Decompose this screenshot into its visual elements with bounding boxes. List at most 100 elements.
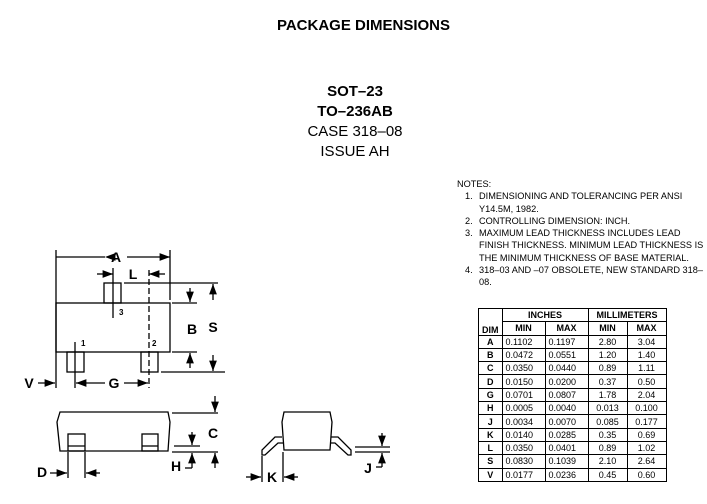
mm-max-cell: 0.50 <box>626 374 667 389</box>
header-inches-min: MIN <box>501 321 546 336</box>
mm-max-cell: 2.64 <box>626 454 667 469</box>
dim-cell: C <box>478 361 503 376</box>
dim-label-l: L <box>129 266 138 282</box>
inches-min-cell: 0.0150 <box>501 374 546 389</box>
dimensions-table: DIM INCHES MILLIMETERS MIN MAX MIN MAX A… <box>478 307 667 482</box>
note-item: 3. MAXIMUM LEAD THICKNESS INCLUDES LEAD F… <box>457 227 707 264</box>
dim-cell: K <box>478 427 503 442</box>
note-number: 2. <box>465 215 473 226</box>
dim-label-a: A <box>111 249 121 265</box>
inches-min-cell: 0.0140 <box>501 427 546 442</box>
notes-heading: NOTES: <box>457 179 492 189</box>
note-text: MAXIMUM LEAD THICKNESS INCLUDES LEAD FIN… <box>479 228 704 263</box>
mm-min-cell: 0.45 <box>587 467 628 482</box>
note-number: 4. <box>465 265 473 276</box>
note-number: 1. <box>465 191 473 202</box>
mm-min-cell: 1.78 <box>587 387 628 403</box>
dim-label-k: K <box>267 469 277 485</box>
note-item: 4. 318–03 AND –07 OBSOLETE, NEW STANDARD … <box>457 264 707 289</box>
inches-min-cell: 0.1102 <box>501 334 546 349</box>
note-text: CONTROLLING DIMENSION: INCH. <box>479 215 631 226</box>
inches-max-cell: 0.0040 <box>544 401 589 416</box>
dim-label-s: S <box>208 319 217 335</box>
mm-max-cell: 1.11 <box>626 361 667 376</box>
inches-max-cell: 0.0440 <box>544 361 589 376</box>
inches-max-cell: 0.0070 <box>544 414 589 429</box>
inches-max-cell: 0.0200 <box>544 374 589 389</box>
mm-min-cell: 0.89 <box>587 361 628 376</box>
dim-cell: J <box>478 414 503 429</box>
inches-min-cell: 0.0350 <box>501 361 546 376</box>
inches-max-cell: 0.1197 <box>544 334 589 349</box>
header-inches: INCHES <box>501 307 589 323</box>
note-item: 2. CONTROLLING DIMENSION: INCH. <box>457 215 707 227</box>
dim-cell: D <box>478 374 503 389</box>
mm-min-cell: 0.89 <box>587 440 628 456</box>
mm-max-cell: 2.04 <box>626 387 667 403</box>
dim-cell: G <box>478 387 503 403</box>
package-case: CASE 318–08 <box>307 123 403 140</box>
mm-min-cell: 0.35 <box>587 427 628 442</box>
end-view <box>246 411 390 482</box>
mm-min-cell: 0.37 <box>587 374 628 389</box>
pin-1-label: 1 <box>81 339 86 348</box>
dim-cell: S <box>478 454 503 469</box>
inches-min-cell: 0.0350 <box>501 440 546 456</box>
mm-min-cell: 2.80 <box>587 334 628 349</box>
header-inches-max: MAX <box>544 321 589 336</box>
notes: NOTES: 1. DIMENSIONING AND TOLERANCING PE… <box>457 178 707 289</box>
dim-label-h: H <box>171 458 181 474</box>
header-millimeters: MILLIMETERS <box>587 307 667 323</box>
note-number: 3. <box>465 228 473 239</box>
mm-max-cell: 0.100 <box>626 401 667 416</box>
top-view-labels: A L B S V G 3 1 2 <box>24 249 219 391</box>
inches-max-cell: 0.0551 <box>544 347 589 363</box>
top-view <box>38 250 225 388</box>
dim-label-j: J <box>364 460 372 476</box>
dim-label-g: G <box>109 375 120 391</box>
mm-min-cell: 2.10 <box>587 454 628 469</box>
inches-max-cell: 0.0401 <box>544 440 589 456</box>
mm-min-cell: 0.013 <box>587 401 628 416</box>
header-dim: DIM <box>478 308 503 336</box>
note-text: 318–03 AND –07 OBSOLETE, NEW STANDARD 31… <box>479 265 703 288</box>
inches-max-cell: 0.0236 <box>544 467 589 482</box>
side-end-view-labels: C D H K J <box>37 425 372 485</box>
note-item: 1. DIMENSIONING AND TOLERANCING PER ANSI … <box>457 190 707 215</box>
inches-min-cell: 0.0005 <box>501 401 546 416</box>
dim-cell: L <box>478 440 503 456</box>
inches-max-cell: 0.1039 <box>544 454 589 469</box>
package-jedec: TO–236AB <box>317 103 393 120</box>
dim-label-d: D <box>37 464 47 480</box>
mm-max-cell: 1.40 <box>626 347 667 363</box>
dim-label-b: B <box>187 321 197 337</box>
header-mm-min: MIN <box>587 321 628 336</box>
dim-label-c: C <box>208 425 218 441</box>
mm-max-cell: 0.177 <box>626 414 667 429</box>
dim-cell: V <box>478 467 503 482</box>
package-name: SOT–23 <box>327 83 383 100</box>
mm-min-cell: 1.20 <box>587 347 628 363</box>
dim-cell: A <box>478 334 503 349</box>
mm-max-cell: 3.04 <box>626 334 667 349</box>
inches-min-cell: 0.0177 <box>501 467 546 482</box>
inches-min-cell: 0.0034 <box>501 414 546 429</box>
inches-min-cell: 0.0701 <box>501 387 546 403</box>
dim-label-v: V <box>24 375 34 391</box>
inches-min-cell: 0.0472 <box>501 347 546 363</box>
mm-min-cell: 0.085 <box>587 414 628 429</box>
mm-max-cell: 0.69 <box>626 427 667 442</box>
note-text: DIMENSIONING AND TOLERANCING PER ANSI Y1… <box>479 191 683 214</box>
pin-2-label: 2 <box>152 339 157 348</box>
page-title: PACKAGE DIMENSIONS <box>276 17 451 34</box>
